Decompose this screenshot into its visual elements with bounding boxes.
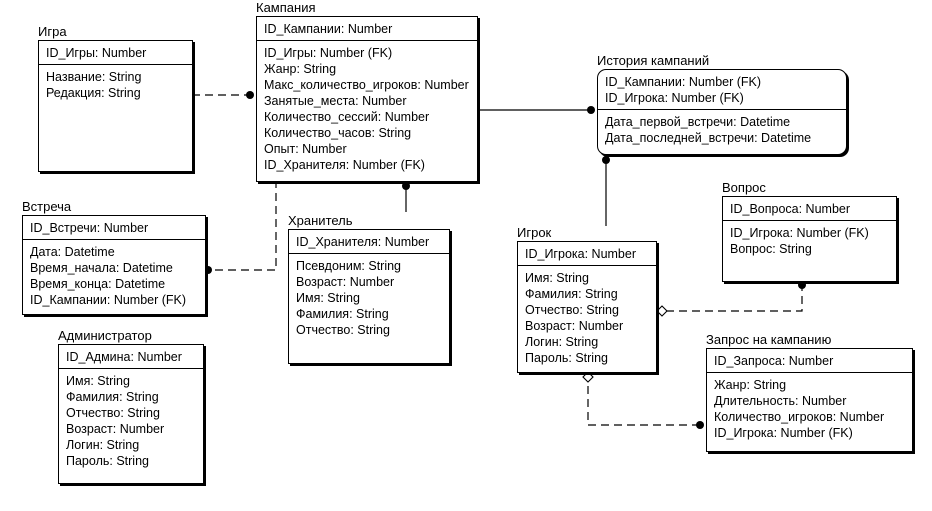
link-igrok-zapros-dot	[696, 421, 704, 429]
attribute: Логин: String	[66, 438, 140, 452]
attribute: Псевдоним: String	[296, 259, 402, 273]
attribute: Имя: String	[296, 291, 360, 305]
entity-title: История кампаний	[597, 53, 710, 68]
entity-box: ID_Кампании: Number ID_Игры: Number (FK)…	[256, 16, 478, 182]
entity-box: ID_Хранителя: Number Псевдоним: String В…	[288, 229, 450, 364]
attribute: Длительность: Number	[714, 394, 847, 408]
entity-title: Запрос на кампанию	[706, 332, 832, 347]
attribute: Возраст: Number	[525, 319, 624, 333]
attribute-section: Псевдоним: String Возраст: Number Имя: S…	[289, 254, 449, 341]
entity-title: Игра	[38, 24, 67, 39]
attribute: Логин: String	[525, 335, 599, 349]
attribute: Опыт: Number	[264, 142, 347, 156]
entity-title: Хранитель	[288, 213, 353, 228]
attribute: Фамилия: String	[66, 390, 159, 404]
pk-section: ID_Хранителя: Number	[289, 230, 449, 254]
attribute: Пароль: String	[525, 351, 608, 365]
pk-attribute: ID_Вопроса: Number	[730, 202, 851, 216]
attribute: Фамилия: String	[296, 307, 389, 321]
attribute: Время_начала: Datetime	[30, 261, 173, 275]
entity-box: ID_Игры: Number Название: String Редакци…	[38, 40, 193, 172]
pk-section: ID_Вопроса: Number	[723, 197, 896, 221]
attribute-section: ID_Игры: Number (FK) Жанр: String Макс_к…	[257, 41, 477, 176]
entity-title: Встреча	[22, 199, 72, 214]
attribute: Дата_последней_встречи: Datetime	[605, 131, 812, 145]
attribute: Время_конца: Datetime	[30, 277, 166, 291]
attribute-section: Название: String Редакция: String	[39, 65, 192, 104]
attribute: Фамилия: String	[525, 287, 618, 301]
pk-attribute: ID_Игры: Number	[46, 46, 147, 60]
link-hranitel-kampaniya-dot	[402, 182, 410, 190]
pk-attribute: ID_Игрока: Number	[525, 247, 636, 261]
attribute: Отчество: String	[66, 406, 160, 420]
attribute-section: Жанр: String Длительность: Number Количе…	[707, 373, 912, 444]
attribute-section: Дата_первой_встречи: Datetime Дата_после…	[598, 110, 846, 149]
link-igrok-vopros	[666, 285, 803, 312]
entity-box: ID_Админа: Number Имя: String Фамилия: S…	[58, 344, 204, 484]
link-igrok-zapros-diamond	[582, 371, 594, 383]
entity-title: Игрок	[517, 225, 552, 240]
pk-attribute: ID_Хранителя: Number	[296, 235, 430, 249]
pk-section: ID_Игры: Number	[39, 41, 192, 65]
pk-attribute: ID_Встречи: Number	[30, 221, 149, 235]
link-kampaniya-vstrecha	[208, 180, 277, 271]
entity-title: Кампания	[256, 0, 316, 15]
attribute: Имя: String	[66, 374, 130, 388]
link-kampaniya-istoriya-dot	[587, 106, 595, 114]
entity-box: ID_Игрока: Number Имя: String Фамилия: S…	[517, 241, 657, 373]
attribute: Занятые_места: Number	[264, 94, 407, 108]
attribute-section: Имя: String Фамилия: String Отчество: St…	[518, 266, 656, 369]
attribute: Количество_сессий: Number	[264, 110, 430, 124]
pk-attribute: ID_Кампании: Number (FK)	[605, 75, 762, 89]
attribute: Возраст: Number	[296, 275, 395, 289]
attribute: Жанр: String	[714, 378, 787, 392]
entity-box: ID_Встречи: Number Дата: Datetime Время_…	[22, 215, 206, 315]
pk-section: ID_Игрока: Number	[518, 242, 656, 266]
attribute: Отчество: String	[296, 323, 390, 337]
pk-section: ID_Встречи: Number	[23, 216, 205, 240]
entity-box: ID_Запроса: Number Жанр: String Длительн…	[706, 348, 913, 452]
pk-section: ID_Запроса: Number	[707, 349, 912, 373]
attribute: Редакция: String	[46, 86, 141, 100]
attribute: Дата_первой_встречи: Datetime	[605, 115, 791, 129]
attribute: Название: String	[46, 70, 142, 84]
pk-attribute: ID_Запроса: Number	[714, 354, 834, 368]
entity-title: Администратор	[58, 328, 152, 343]
attribute: ID_Хранителя: Number (FK)	[264, 158, 425, 172]
entity-box: ID_Вопроса: Number ID_Игрока: Number (FK…	[722, 196, 897, 282]
entity-box: ID_Кампании: Number (FK) ID_Игрока: Numb…	[597, 69, 847, 155]
attribute: Отчество: String	[525, 303, 619, 317]
pk-section: ID_Кампании: Number	[257, 17, 477, 41]
link-igrok-vopros-diamond	[656, 305, 668, 317]
attribute: Жанр: String	[264, 62, 337, 76]
attribute: ID_Игры: Number (FK)	[264, 46, 393, 60]
link-igrok-vopros-dot	[798, 281, 806, 289]
attribute: Пароль: String	[66, 454, 149, 468]
attribute: Количество_часов: String	[264, 126, 412, 140]
attribute: ID_Кампании: Number (FK)	[30, 293, 187, 307]
attribute: Возраст: Number	[66, 422, 165, 436]
attribute: Вопрос: String	[730, 242, 812, 256]
entity-title: Вопрос	[722, 180, 766, 195]
link-igrok-zapros	[587, 386, 700, 426]
pk-section: ID_Кампании: Number (FK) ID_Игрока: Numb…	[598, 70, 846, 110]
attribute-section: ID_Игрока: Number (FK) Вопрос: String	[723, 221, 896, 260]
pk-attribute: ID_Кампании: Number	[264, 22, 393, 36]
attribute-section: Дата: Datetime Время_начала: Datetime Вр…	[23, 240, 205, 311]
pk-section: ID_Админа: Number	[59, 345, 203, 369]
attribute: Имя: String	[525, 271, 589, 285]
attribute: Макс_количество_игроков: Number	[264, 78, 469, 92]
pk-attribute: ID_Админа: Number	[66, 350, 182, 364]
attribute: ID_Игрока: Number (FK)	[730, 226, 869, 240]
attribute: Дата: Datetime	[30, 245, 115, 259]
attribute: ID_Игрока: Number (FK)	[714, 426, 853, 440]
attribute: Количество_игроков: Number	[714, 410, 885, 424]
link-igra-kampaniya-dot	[246, 91, 254, 99]
link-kampaniya-vstrecha-dot	[204, 266, 212, 274]
attribute-section: Имя: String Фамилия: String Отчество: St…	[59, 369, 203, 472]
link-igrok-istoriya-dot	[602, 156, 610, 164]
pk-attribute: ID_Игрока: Number (FK)	[605, 91, 744, 105]
